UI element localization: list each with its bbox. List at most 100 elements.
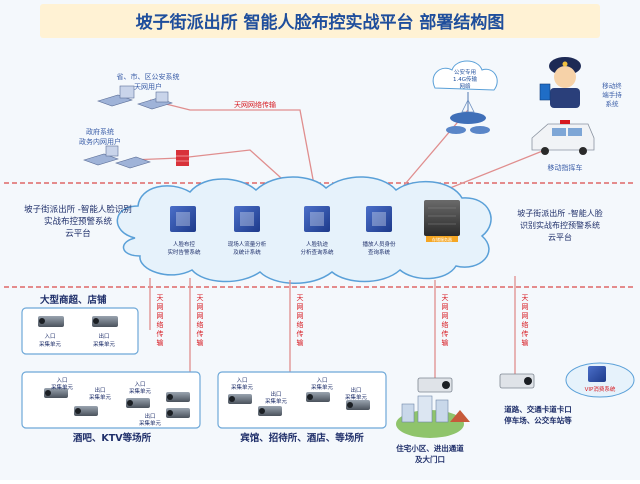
police-van-icon bbox=[531, 120, 595, 155]
hotel-unit-3b: 采集单元 bbox=[265, 397, 288, 405]
server-trajectory: 人脸轨迹 分析查询系统 bbox=[300, 206, 334, 256]
bar-unit-2b: 采集单元 bbox=[89, 393, 112, 401]
storage-server: 存储服务器 bbox=[424, 200, 460, 242]
hotel-unit-4a: 出口 bbox=[350, 386, 361, 394]
bar-title: 酒吧、KTV等场所 bbox=[73, 432, 152, 444]
hotel-unit-3a: 出口 bbox=[270, 390, 281, 398]
server-icon bbox=[234, 206, 260, 232]
gov-intranet-group: 政府系统 政务内网用户 bbox=[79, 127, 189, 169]
police-officer-icon bbox=[539, 57, 581, 108]
server-label-2a: 现场人流量分析 bbox=[228, 240, 267, 248]
cloud-left-label-3: 云平台 bbox=[65, 228, 91, 239]
wireless-label-1: 公安专用 bbox=[454, 68, 476, 76]
firewall-icon bbox=[176, 150, 189, 166]
server-label-4a: 播放人员身份 bbox=[362, 240, 396, 248]
hotel-unit-4b: 采集单元 bbox=[345, 393, 368, 401]
bar-unit-1a: 入口 bbox=[56, 377, 67, 384]
transmission-labels: 天网网络传输 天网网络传输 天网网络传输 天网网络传输 天网网络传输 bbox=[157, 294, 529, 347]
hotel-title: 宾馆、招待所、酒店、等场所 bbox=[240, 432, 364, 444]
gov-intranet-label-1: 政府系统 bbox=[86, 127, 114, 136]
traffic-label-2: 停车场、公交车站等 bbox=[504, 415, 572, 425]
gov-intranet-label-2: 政务内网用户 bbox=[79, 137, 121, 146]
transmission-label: 天网网络传输 bbox=[522, 294, 529, 347]
camera-icon bbox=[126, 398, 150, 408]
transmission-label: 天网网络传输 bbox=[157, 294, 164, 347]
bar-unit-2a: 出口 bbox=[94, 386, 105, 394]
wireless-cloud bbox=[432, 60, 498, 91]
transmission-label: 天网网络传输 bbox=[442, 294, 449, 347]
vip-system-label: VIP消费系统 bbox=[585, 385, 616, 393]
server-label-1a: 人脸布控 bbox=[173, 240, 196, 248]
server-label-4b: 查询系统 bbox=[368, 248, 391, 256]
mobile-terminal-label-2: 端手持 bbox=[602, 90, 622, 99]
server-icon bbox=[366, 206, 392, 232]
tianwang-link-label: 天网网络传输 bbox=[234, 100, 276, 109]
server-icon bbox=[304, 206, 330, 232]
antenna-tower-icon bbox=[446, 92, 490, 134]
server-label-3b: 分析查询系统 bbox=[300, 248, 334, 256]
workstation-icon bbox=[97, 85, 173, 110]
bar-unit-4b: 采集单元 bbox=[139, 419, 162, 427]
mall-group: 大型商超、店铺 入口 采集单元 出口 采集单元 bbox=[21, 294, 139, 355]
vip-system-group: VIP消费系统 bbox=[565, 362, 635, 398]
hotel-unit-1a: 入口 bbox=[236, 377, 247, 384]
mall-unit-2b: 采集单元 bbox=[93, 340, 116, 348]
camera-icon bbox=[92, 316, 118, 327]
bar-unit-3a: 入口 bbox=[134, 381, 145, 388]
bar-group: 入口 采集单元 出口 采集单元 入口 采集单元 出口 采集单元 酒吧、KTV等场… bbox=[21, 371, 201, 444]
traffic-camera-icon bbox=[499, 373, 535, 389]
gov-users-group: 省、市、区公安系统 天网用户 bbox=[97, 72, 180, 110]
hotel-unit-2b: 采集单元 bbox=[311, 383, 334, 391]
cloud-right-label-3: 云平台 bbox=[548, 232, 572, 242]
server-icon bbox=[588, 366, 606, 382]
hotel-unit-1b: 采集单元 bbox=[231, 383, 254, 391]
hotel-unit-2a: 入口 bbox=[316, 377, 327, 384]
camera-icon bbox=[228, 394, 252, 404]
camera-icon bbox=[306, 392, 330, 402]
title-banner bbox=[40, 4, 600, 38]
residential-label-2: 及大门口 bbox=[415, 454, 445, 464]
workstation-icon bbox=[83, 145, 151, 169]
server-label-2b: 及统计系统 bbox=[233, 248, 261, 256]
cloud-left-label-1: 坡子街派出所 -智能人脸识别 bbox=[24, 204, 132, 215]
bar-unit-4a: 出口 bbox=[144, 412, 155, 420]
transmission-label: 天网网络传输 bbox=[297, 294, 304, 347]
cloud-right-label-2: 识别实战布控预警系统 bbox=[520, 220, 600, 230]
wireless-label-3: 网络 bbox=[459, 82, 471, 90]
cloud-right-label-1: 坡子街派出所 -智能人脸 bbox=[517, 208, 602, 218]
transmission-label: 天网网络传输 bbox=[197, 294, 204, 347]
wireless-network-group: 公安专用 1.4G传输 网络 bbox=[432, 60, 498, 134]
residential-label-1: 住宅小区、进出通道 bbox=[396, 443, 464, 453]
mall-unit-2a: 出口 bbox=[98, 332, 109, 340]
camera-icon bbox=[258, 406, 282, 416]
mobile-terminal-label-1: 移动终 bbox=[602, 81, 622, 90]
diagram-title: 坡子街派出所 智能人脸布控实战平台 部署结构图 bbox=[136, 12, 505, 33]
mall-unit-1a: 入口 bbox=[44, 333, 55, 340]
server-label-1b: 实时告警系统 bbox=[167, 248, 201, 256]
bar-unit-3b: 采集单元 bbox=[129, 387, 152, 395]
camera-icon bbox=[166, 408, 190, 418]
traffic-label-1: 道路、交通卡道卡口 bbox=[504, 404, 572, 414]
bar-unit-1b: 采集单元 bbox=[51, 383, 74, 391]
hotel-group: 入口 采集单元 入口 采集单元 出口 采集单元 出口 采集单元 宾馆、招待所、酒… bbox=[217, 371, 387, 444]
camera-icon bbox=[38, 316, 64, 327]
gov-users-label-2: 天网用户 bbox=[134, 82, 162, 91]
mall-title: 大型商超、店铺 bbox=[40, 294, 107, 306]
storage-rack-icon bbox=[424, 200, 460, 236]
wireless-label-2: 1.4G传输 bbox=[453, 75, 478, 83]
camera-icon bbox=[44, 388, 68, 398]
mall-unit-1b: 采集单元 bbox=[39, 340, 62, 348]
traffic-group: 道路、交通卡道卡口 停车场、公交车站等 bbox=[499, 373, 572, 425]
bottom-links bbox=[149, 276, 516, 380]
camera-icon bbox=[74, 406, 98, 416]
server-identity-query: 播放人员身份 查询系统 bbox=[362, 206, 396, 256]
top-links bbox=[129, 99, 546, 201]
command-vehicle-label: 移动指挥车 bbox=[548, 163, 583, 172]
server-label-3a: 人脸轨迹 bbox=[306, 240, 329, 248]
bar-box bbox=[21, 371, 201, 429]
residential-group: 住宅小区、进出通道 及大门口 bbox=[396, 377, 470, 464]
server-crowd-analysis: 现场人流量分析 及统计系统 bbox=[228, 206, 267, 256]
handheld-device-icon bbox=[539, 83, 551, 101]
server-face-alarm: 人脸布控 实时告警系统 bbox=[167, 206, 201, 256]
